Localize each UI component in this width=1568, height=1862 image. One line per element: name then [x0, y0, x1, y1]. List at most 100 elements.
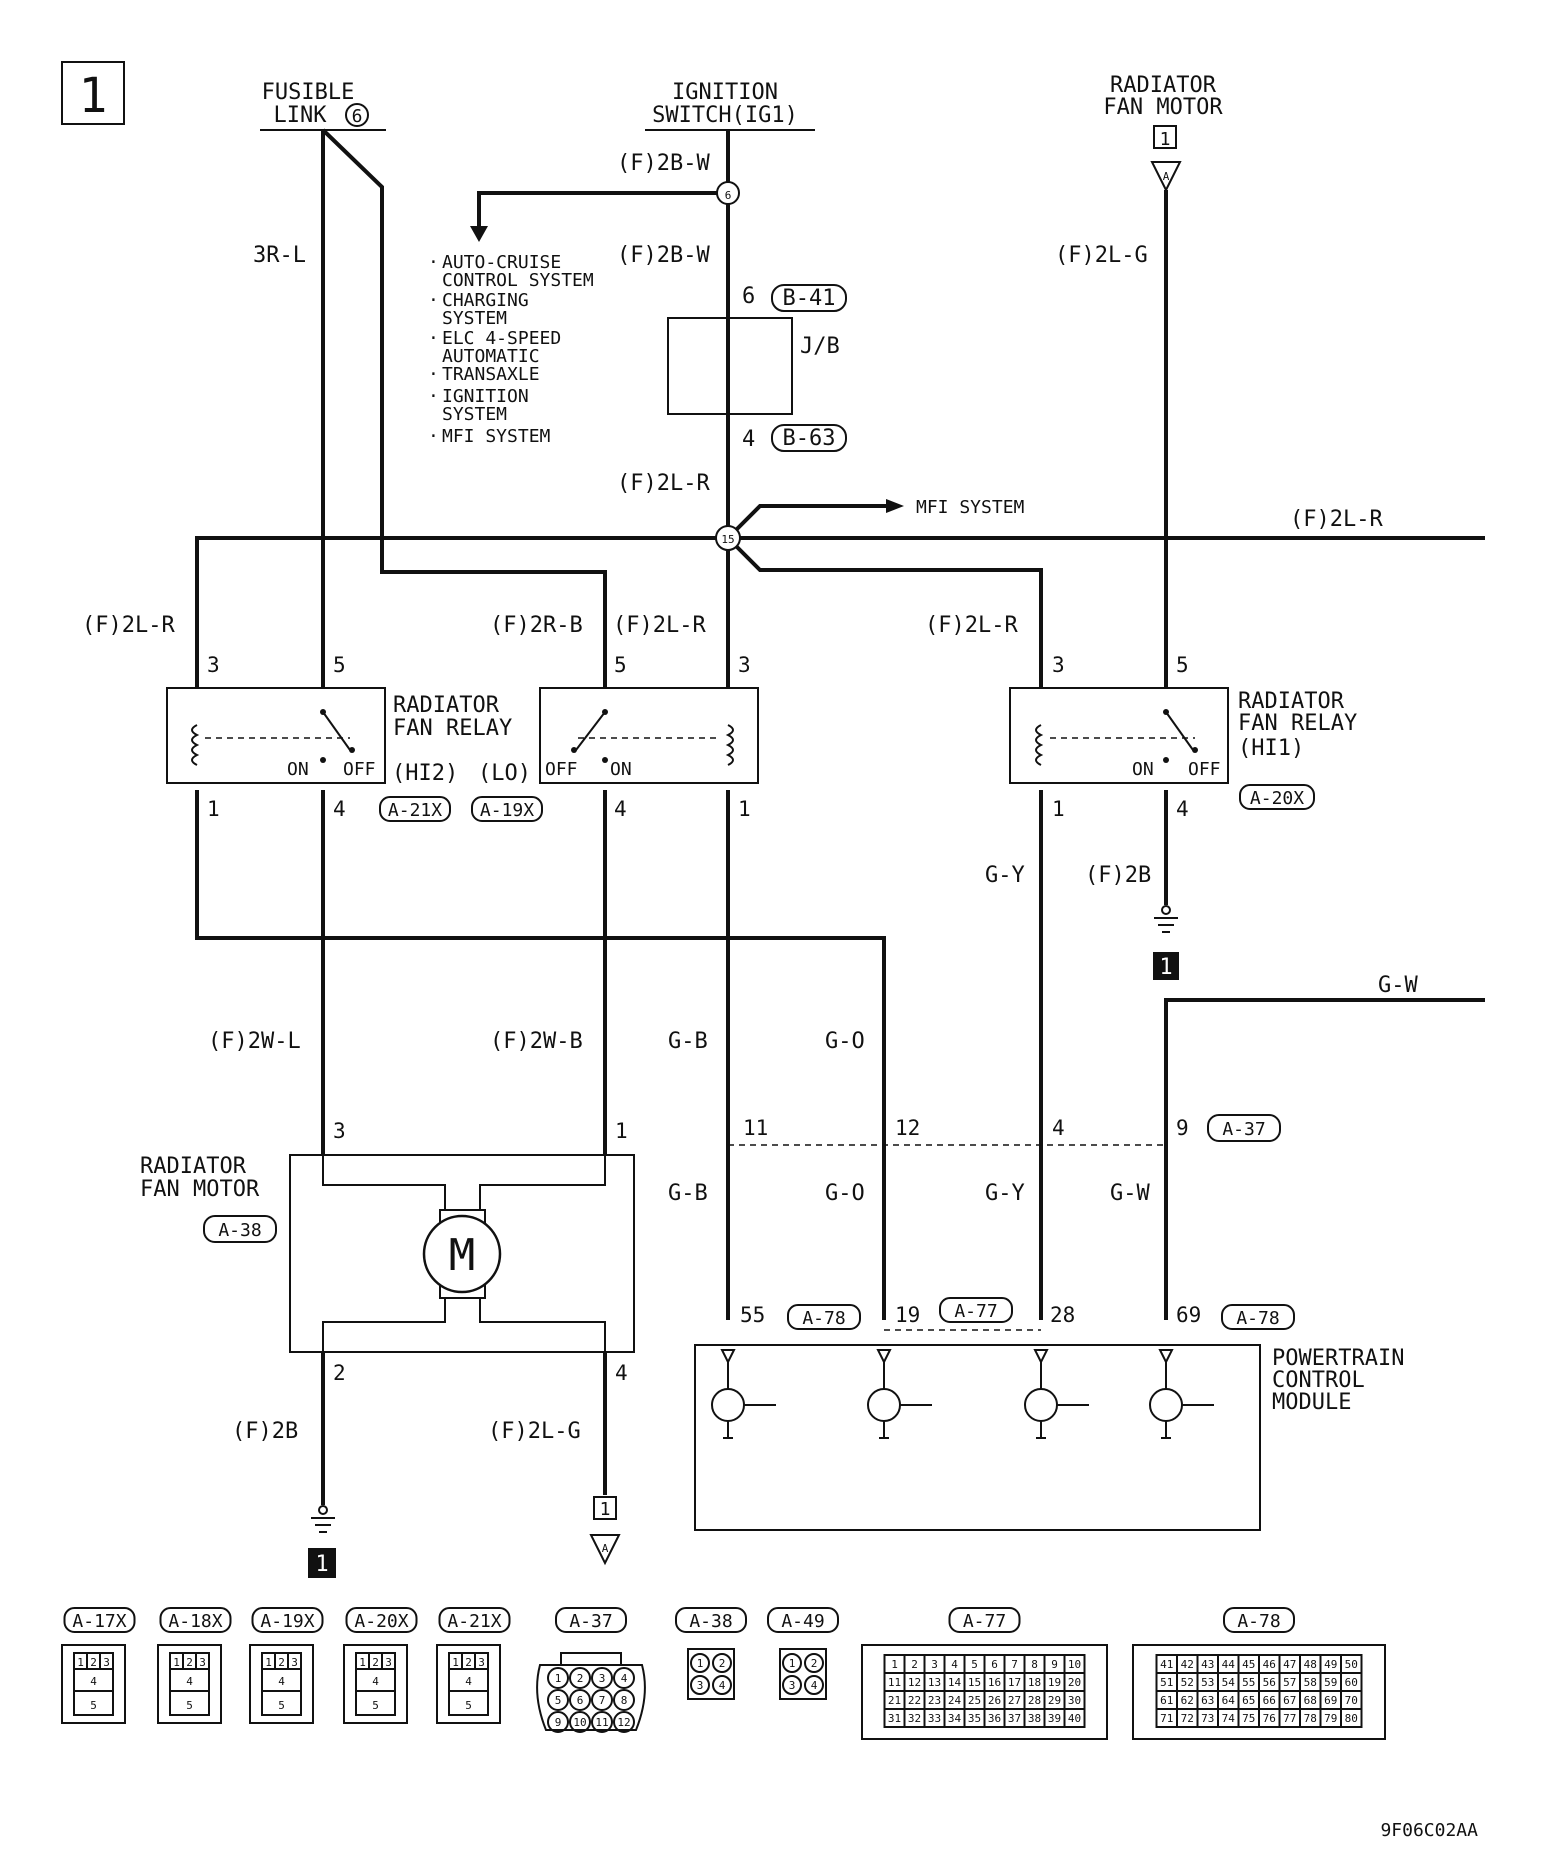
- connector-pin: 78: [1304, 1712, 1317, 1725]
- connector-pin: 5: [555, 1694, 562, 1707]
- svg-text:RADIATOR: RADIATOR: [393, 693, 500, 718]
- connector-pin: 10: [1068, 1658, 1081, 1671]
- connector-id-badge: [1223, 1607, 1295, 1633]
- connector-pin: 80: [1345, 1712, 1358, 1725]
- connector-pin: 6: [991, 1658, 998, 1671]
- connector-pin: 4: [186, 1675, 193, 1688]
- fan-motor-ref-bottom: 1 A: [589, 1496, 621, 1566]
- svg-text:3: 3: [738, 653, 751, 677]
- svg-text:(LO): (LO): [478, 761, 531, 786]
- svg-text:4: 4: [614, 797, 627, 821]
- connector-a21x-badge: [379, 796, 451, 822]
- relay-lo: OFF ON 5 3 4 1 (LO) A-19X: [471, 653, 759, 822]
- connector-pin: 4: [90, 1675, 97, 1688]
- svg-text:A-19X: A-19X: [480, 800, 534, 821]
- svg-text:11: 11: [743, 1116, 768, 1140]
- svg-text:(F)2L-G: (F)2L-G: [1055, 243, 1148, 268]
- connector-pin: 3: [385, 1656, 392, 1669]
- svg-text:A-38: A-38: [218, 1220, 261, 1241]
- connector-pin: 41: [1160, 1658, 1173, 1671]
- connector-pin: 7: [1011, 1658, 1018, 1671]
- svg-text:B-41: B-41: [783, 286, 836, 311]
- connector-pin: 28: [1028, 1694, 1041, 1707]
- connector-pin: 64: [1222, 1694, 1236, 1707]
- radiator-fan-motor: RADIATOR FAN MOTOR A-38 M 3 1 2 4: [140, 1119, 635, 1385]
- svg-text:1: 1: [1052, 797, 1065, 821]
- connector-id-badge: [675, 1607, 747, 1633]
- svg-text:5: 5: [614, 653, 627, 677]
- fusible-link-label: FUSIBLE LINK 6: [260, 80, 386, 131]
- svg-text:(F)2W-B: (F)2W-B: [490, 1029, 583, 1054]
- svg-text:ON: ON: [610, 759, 632, 780]
- connector-id: A-19X: [260, 1611, 314, 1632]
- svg-text:2: 2: [333, 1361, 346, 1385]
- connector-id-badge: [948, 1607, 1021, 1633]
- svg-text:(F)2B-W: (F)2B-W: [617, 151, 710, 176]
- svg-text:12: 12: [895, 1116, 920, 1140]
- connector-pin: 6: [577, 1694, 584, 1707]
- connector-pin: 5: [186, 1699, 193, 1712]
- connector-a38-badge: [203, 1215, 277, 1243]
- transistor-icon: [711, 1349, 776, 1439]
- connector-pin: 2: [465, 1656, 472, 1669]
- connector-pin: 8: [621, 1694, 628, 1707]
- svg-text:SYSTEM: SYSTEM: [442, 404, 507, 425]
- connector-pin: 4: [372, 1675, 379, 1688]
- svg-text:(F)2L-G: (F)2L-G: [488, 1419, 581, 1444]
- svg-text:(F)2W-L: (F)2W-L: [208, 1029, 301, 1054]
- svg-text:FAN RELAY: FAN RELAY: [393, 716, 512, 741]
- connector-pin: 32: [908, 1712, 921, 1725]
- connector-pin: 19: [1048, 1676, 1061, 1689]
- svg-text:M: M: [449, 1230, 476, 1281]
- svg-text:(F)2L-R: (F)2L-R: [617, 471, 710, 496]
- connector-pin: 50: [1345, 1658, 1358, 1671]
- arrow-down-icon: [470, 226, 488, 242]
- svg-text:SYSTEM: SYSTEM: [442, 308, 507, 329]
- connector-pin: 52: [1181, 1676, 1194, 1689]
- connector-pin: 36: [988, 1712, 1001, 1725]
- fusible-link-number: 6: [352, 106, 363, 127]
- connector-pin: 38: [1028, 1712, 1041, 1725]
- connector-pin: 1: [77, 1656, 84, 1669]
- connector-pin: 1: [173, 1656, 180, 1669]
- junction-block: J/B 6 B-41 4 B-63: [667, 284, 847, 452]
- connector-pin: 2: [911, 1658, 918, 1671]
- svg-text:G-B: G-B: [668, 1181, 708, 1206]
- svg-text:SWITCH(IG1): SWITCH(IG1): [652, 103, 798, 128]
- connector-pin: 18: [1028, 1676, 1041, 1689]
- svg-text:(F)2R-B: (F)2R-B: [490, 613, 583, 638]
- connector-pin: 27: [1008, 1694, 1021, 1707]
- connector-pin: 4: [465, 1675, 472, 1688]
- svg-text:G-Y: G-Y: [985, 863, 1025, 888]
- svg-text:OFF: OFF: [343, 759, 376, 780]
- connector-pin: 5: [278, 1699, 285, 1712]
- connector-id: A-37: [569, 1611, 612, 1632]
- mfi-system-label: MFI SYSTEM: [916, 497, 1025, 518]
- svg-text:J/B: J/B: [800, 334, 840, 359]
- svg-text:RADIATOR: RADIATOR: [140, 1154, 247, 1179]
- svg-text:ELC 4-SPEED: ELC 4-SPEED: [442, 328, 561, 349]
- connector-pin: 13: [928, 1676, 941, 1689]
- svg-text:(F)2B-W: (F)2B-W: [617, 243, 710, 268]
- connector-id-badge: [767, 1607, 839, 1633]
- connector-pin: 17: [1008, 1676, 1021, 1689]
- connector-pin: 22: [908, 1694, 921, 1707]
- motor-icon: [422, 1214, 502, 1294]
- connector-pin: 56: [1263, 1676, 1276, 1689]
- svg-text:G-W: G-W: [1378, 973, 1418, 998]
- connector-id-badge: [63, 1607, 136, 1633]
- svg-text:·: ·: [428, 386, 439, 407]
- svg-text:ON: ON: [287, 759, 309, 780]
- svg-text:(F)2L-R: (F)2L-R: [82, 613, 175, 638]
- wire-network: [195, 128, 1485, 1505]
- connector-pin: 74: [1222, 1712, 1236, 1725]
- connector-pin: 4: [811, 1679, 818, 1692]
- connector-pin: 5: [971, 1658, 978, 1671]
- svg-text:(F)2B: (F)2B: [232, 1419, 298, 1444]
- connector-pin: 3: [478, 1656, 485, 1669]
